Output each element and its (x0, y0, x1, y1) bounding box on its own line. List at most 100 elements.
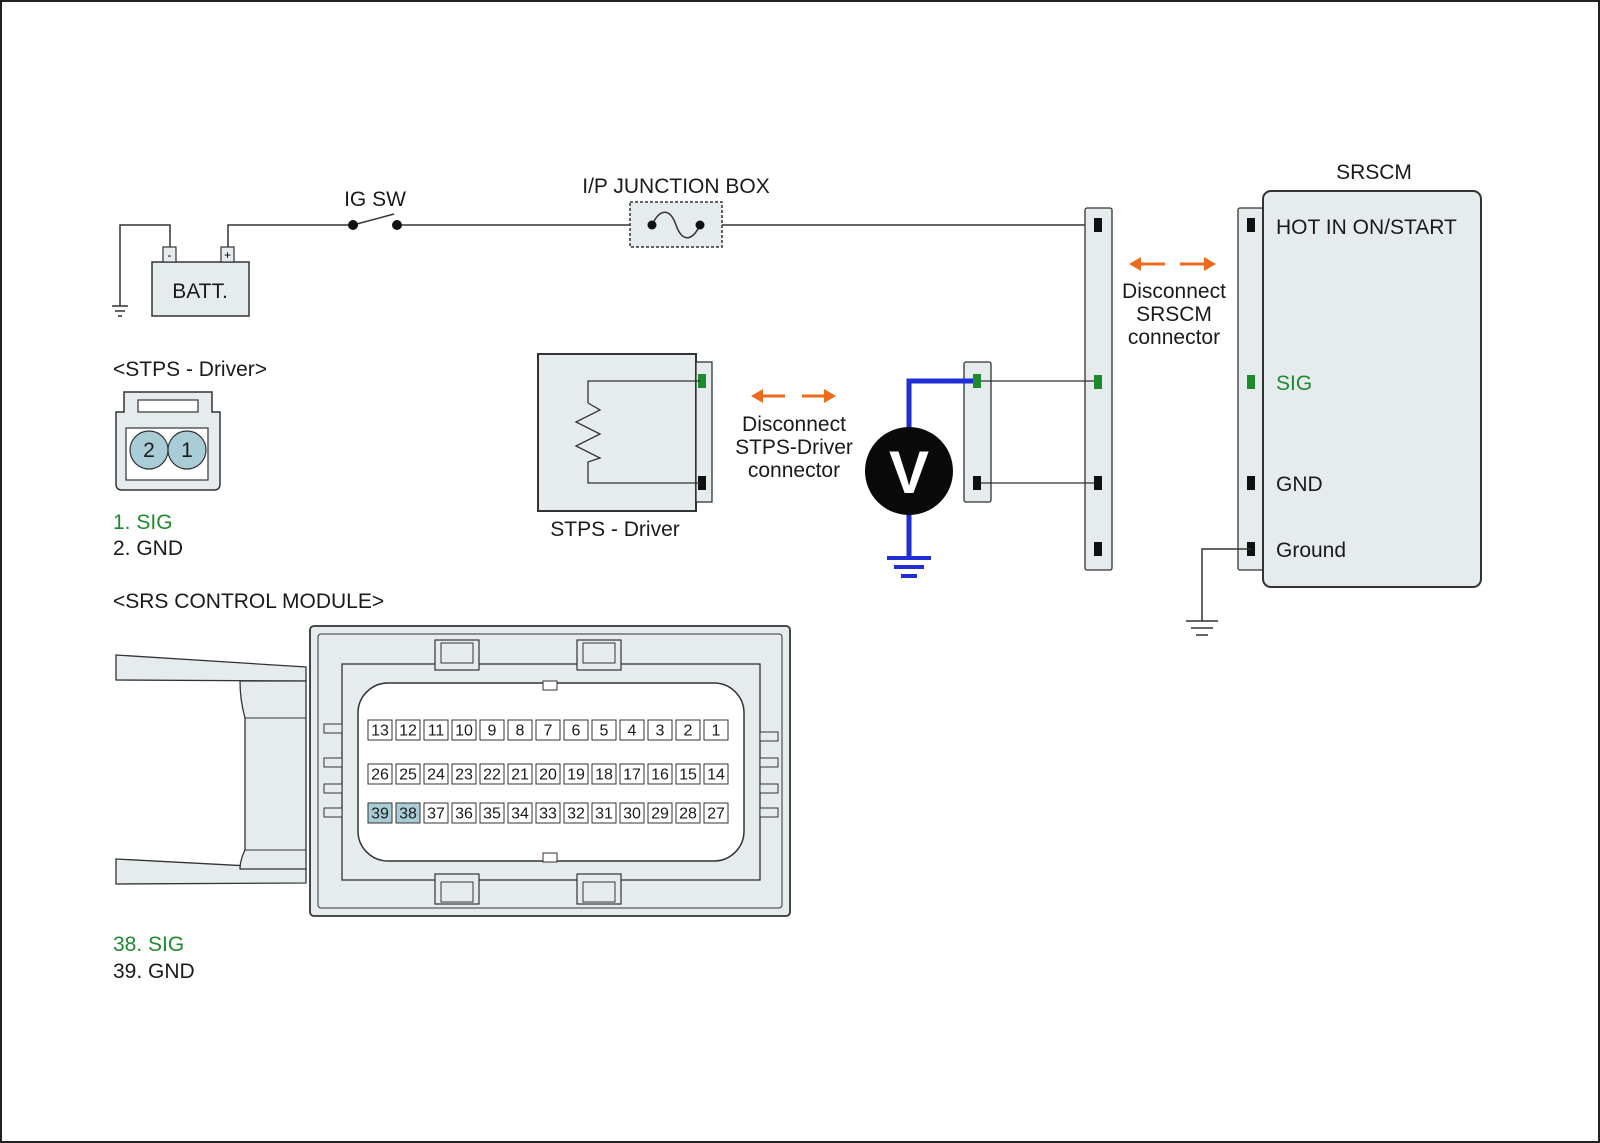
srs-pin-label: 16 (651, 767, 669, 784)
srs-pin-label: 20 (539, 767, 557, 784)
srs-pin-label: 9 (488, 723, 497, 740)
srs-pin-cell (451, 802, 477, 824)
srs-pin-label: 18 (595, 767, 613, 784)
srs-pin-label: 35 (483, 806, 501, 823)
srs-pin-cell (507, 763, 533, 785)
srs-pin-cell (619, 802, 645, 824)
srs-pin-cell (367, 802, 393, 824)
srs-pin-cell (647, 763, 673, 785)
srs-pin-cell (619, 719, 645, 741)
srs-pin-label: 33 (539, 806, 557, 823)
srs-pin-cell (535, 763, 561, 785)
srs-pin-label: 24 (427, 767, 445, 784)
srs-pin-cell (367, 719, 393, 741)
srs-pin-label: 12 (399, 723, 417, 740)
srs-pin-cell (703, 763, 729, 785)
srs-pin-cell (535, 719, 561, 741)
srs-pin-label: 13 (371, 723, 389, 740)
srs-pin-cell (647, 719, 673, 741)
stps-pin-2: 2 (143, 439, 155, 462)
srs-pin-cell (451, 719, 477, 741)
srs-pin-cell (395, 802, 421, 824)
harness-pin-gnd (1094, 476, 1102, 490)
voltmeter-label: V (889, 439, 929, 506)
stps-driver-label: STPS - Driver (550, 518, 680, 541)
ip-junction-box: I/P JUNCTION BOX (582, 175, 770, 248)
srs-pin-cell (479, 802, 505, 824)
srs-pin-label: 21 (511, 767, 529, 784)
srs-pin-cell (479, 719, 505, 741)
srs-pin-label: 34 (511, 806, 529, 823)
srs-pin-cell (423, 763, 449, 785)
srscm-module: SRSCM HOT IN ON/START SIG GND Ground (1237, 161, 1482, 588)
stps-harness-wires (981, 380, 1094, 484)
srs-pin-cell (591, 763, 617, 785)
stps-pin-1: 1 (181, 439, 193, 462)
srs-pin-cell (675, 802, 701, 824)
srs-pin-cell (675, 719, 701, 741)
srs-pin-label: 22 (483, 767, 501, 784)
srs-pin-label: 28 (679, 806, 697, 823)
srs-pin-label: 25 (399, 767, 417, 784)
stps-connector-face: 2 1 (115, 391, 221, 491)
srs-pin-label: 17 (623, 767, 641, 784)
srs-legend-sig: 38. SIG (113, 933, 184, 956)
ip-junction-box-label: I/P JUNCTION BOX (582, 175, 769, 198)
srs-pin-cell (451, 763, 477, 785)
srs-pin-label: 14 (707, 767, 725, 784)
srscm-harness-connector (1084, 207, 1113, 571)
stps-legend-gnd: 2. GND (113, 537, 183, 560)
srs-pin-cell (563, 802, 589, 824)
battery-minus-label: - (168, 248, 172, 262)
srscm-ground-symbol (1186, 548, 1251, 636)
srs-pin-cell (423, 802, 449, 824)
srs-pin-label: 26 (371, 767, 389, 784)
srs-pin-label: 36 (455, 806, 473, 823)
voltmeter: V (865, 378, 973, 578)
srs-pin-label: 10 (455, 723, 473, 740)
srs-pin-cell (647, 802, 673, 824)
srscm-disconnect-line3: connector (1128, 326, 1220, 349)
srs-module-title: <SRS CONTROL MODULE> (113, 590, 384, 613)
ig-switch-label: IG SW (344, 188, 406, 211)
srscm-title: SRSCM (1336, 161, 1412, 184)
srscm-disconnect-line1: Disconnect (1122, 280, 1226, 303)
srs-pin-cell (591, 719, 617, 741)
srs-pin-label: 30 (623, 806, 641, 823)
resistor-icon (574, 402, 602, 463)
srs-pin-label: 23 (455, 767, 473, 784)
srs-pin-label: 29 (651, 806, 669, 823)
srscm-disconnect-line2: SRSCM (1136, 303, 1212, 326)
srs-pin-cell (507, 802, 533, 824)
stps-disconnect-line3: connector (748, 459, 840, 482)
stps-connector-title: <STPS - Driver> (113, 358, 267, 381)
srs-pin-label: 2 (684, 723, 693, 740)
srs-pin-cell (535, 802, 561, 824)
battery-plus-label: + (224, 248, 231, 262)
srs-pin-cell (367, 763, 393, 785)
srs-legend-gnd: 39. GND (113, 960, 195, 983)
battery: - + BATT. (151, 246, 250, 317)
srs-pin-cell (591, 802, 617, 824)
voltmeter-positive-lead (906, 378, 973, 428)
srs-pin-label: 38 (399, 806, 417, 823)
srs-pin-label: 8 (516, 723, 525, 740)
stps-disconnect-line1: Disconnect (742, 413, 846, 436)
srs-pin-cell (563, 763, 589, 785)
srs-pin-label: 5 (600, 723, 609, 740)
srs-pin-label: 11 (428, 723, 445, 740)
srs-pin-label: 6 (572, 723, 581, 740)
stps-driver-sensor: STPS - Driver (537, 353, 713, 541)
srs-pin-cell (507, 719, 533, 741)
stps-disconnect-line2: STPS-Driver (735, 436, 853, 459)
srs-pin-cell (479, 763, 505, 785)
srs-pin-label: 37 (427, 806, 445, 823)
battery-ground-symbol (112, 305, 128, 317)
srs-pin-cell (703, 802, 729, 824)
harness-pin-ground (1094, 542, 1102, 556)
srs-pin-label: 31 (595, 806, 613, 823)
srs-pin-cell (619, 763, 645, 785)
ig-switch: IG SW (344, 188, 406, 230)
power-supply-line (119, 224, 1098, 306)
